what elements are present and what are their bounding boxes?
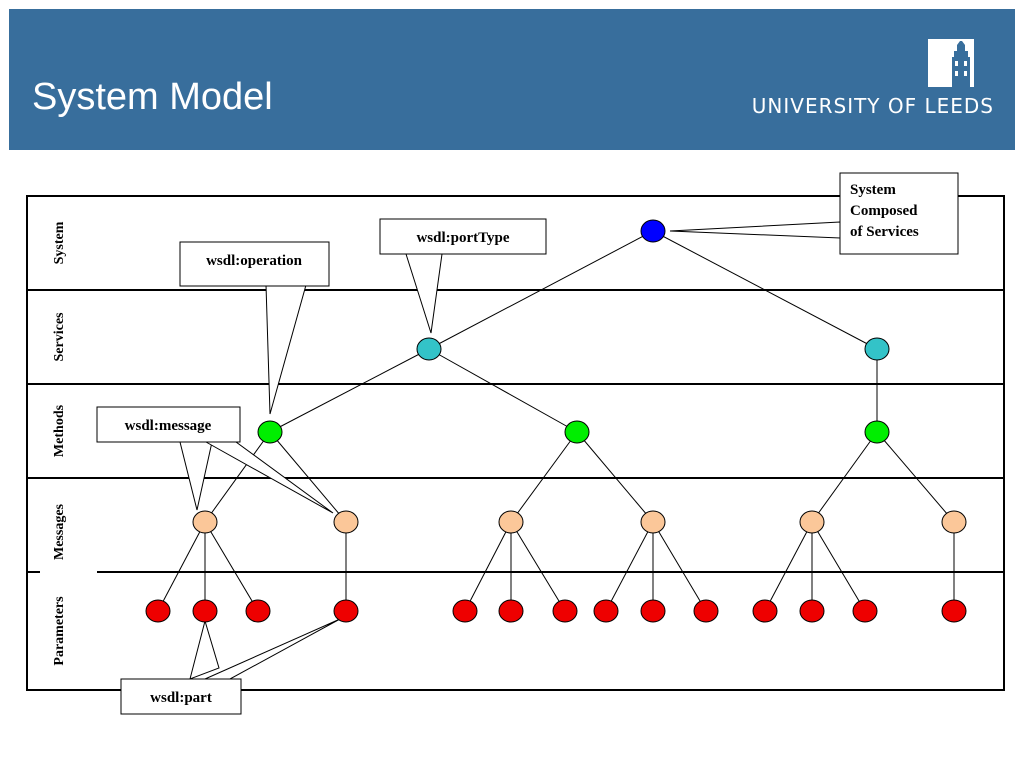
message-node (799, 510, 825, 534)
service-node (864, 337, 890, 361)
edge (157, 521, 206, 612)
parameter-node (941, 599, 967, 623)
operation-callout-pointer (265, 284, 307, 415)
message-callout-pointer-a (179, 441, 213, 511)
parameter-node (693, 599, 719, 623)
parameter-node (245, 599, 271, 623)
lanes-frame (26, 195, 1005, 691)
edge (510, 431, 578, 523)
parameter-node (640, 599, 666, 623)
edge (764, 521, 813, 612)
edge (428, 230, 654, 350)
system-callout-line-3: of Services (850, 224, 919, 240)
operation-callout-box (179, 241, 330, 287)
message-callout-text: wsdl:message (125, 418, 212, 434)
edge (204, 431, 271, 523)
parameter-node (593, 599, 619, 623)
header-bar (9, 9, 1015, 150)
tower-icon (928, 39, 974, 87)
edge (652, 230, 878, 350)
lane-label-messages: Messages (52, 503, 67, 560)
porttype-callout-pointer (405, 253, 443, 334)
callout-boxes (96, 172, 959, 715)
part-callout-pointer-a (189, 619, 220, 680)
edge (876, 431, 955, 523)
message-node (498, 510, 524, 534)
university-logo-text: UNIVERSITY OF LEEDS (751, 94, 994, 118)
edge (269, 431, 347, 523)
message-callout-box (96, 406, 241, 443)
system-callout-line-2: Composed (850, 203, 918, 219)
edge (428, 348, 578, 433)
system-node (640, 219, 666, 243)
tree-edges (157, 230, 955, 612)
edge (811, 431, 878, 523)
method-node (864, 420, 890, 444)
edge (811, 521, 866, 612)
message-node (640, 510, 666, 534)
part-callout-text: wsdl:part (150, 690, 212, 706)
edge (576, 431, 654, 523)
service-node (416, 337, 442, 361)
system-callout-pointer (669, 221, 841, 239)
slide-title: System Model (32, 76, 273, 118)
edge (510, 521, 566, 612)
parameter-node (852, 599, 878, 623)
porttype-callout-box (379, 218, 547, 255)
message-node (941, 510, 967, 534)
parameter-node (145, 599, 171, 623)
method-node (257, 420, 283, 444)
system-callout-box (839, 172, 959, 255)
part-callout-pointer-b (204, 618, 341, 680)
tree-nodes (145, 219, 967, 623)
porttype-callout-text: wsdl:portType (416, 230, 509, 246)
edge (269, 348, 430, 433)
message-node (333, 510, 359, 534)
method-node (564, 420, 590, 444)
operation-callout-text: wsdl:operation (206, 253, 302, 269)
lane-label-methods: Methods (52, 404, 67, 457)
edge (605, 521, 654, 612)
parameter-node (498, 599, 524, 623)
edge (464, 521, 512, 612)
parameter-node (192, 599, 218, 623)
lane-label-system: System (52, 221, 67, 264)
parameter-node (799, 599, 825, 623)
parameter-node (552, 599, 578, 623)
system-callout-line-1: System (850, 182, 896, 198)
edge (652, 521, 707, 612)
lane-label-services: Services (52, 312, 67, 362)
message-node (192, 510, 218, 534)
lane-label-parameters: Parameters (52, 596, 67, 666)
parameter-node (333, 599, 359, 623)
callout-pointers (179, 221, 841, 680)
parameter-node (752, 599, 778, 623)
part-callout-box (120, 678, 242, 715)
parameter-node (452, 599, 478, 623)
edge (204, 521, 259, 612)
